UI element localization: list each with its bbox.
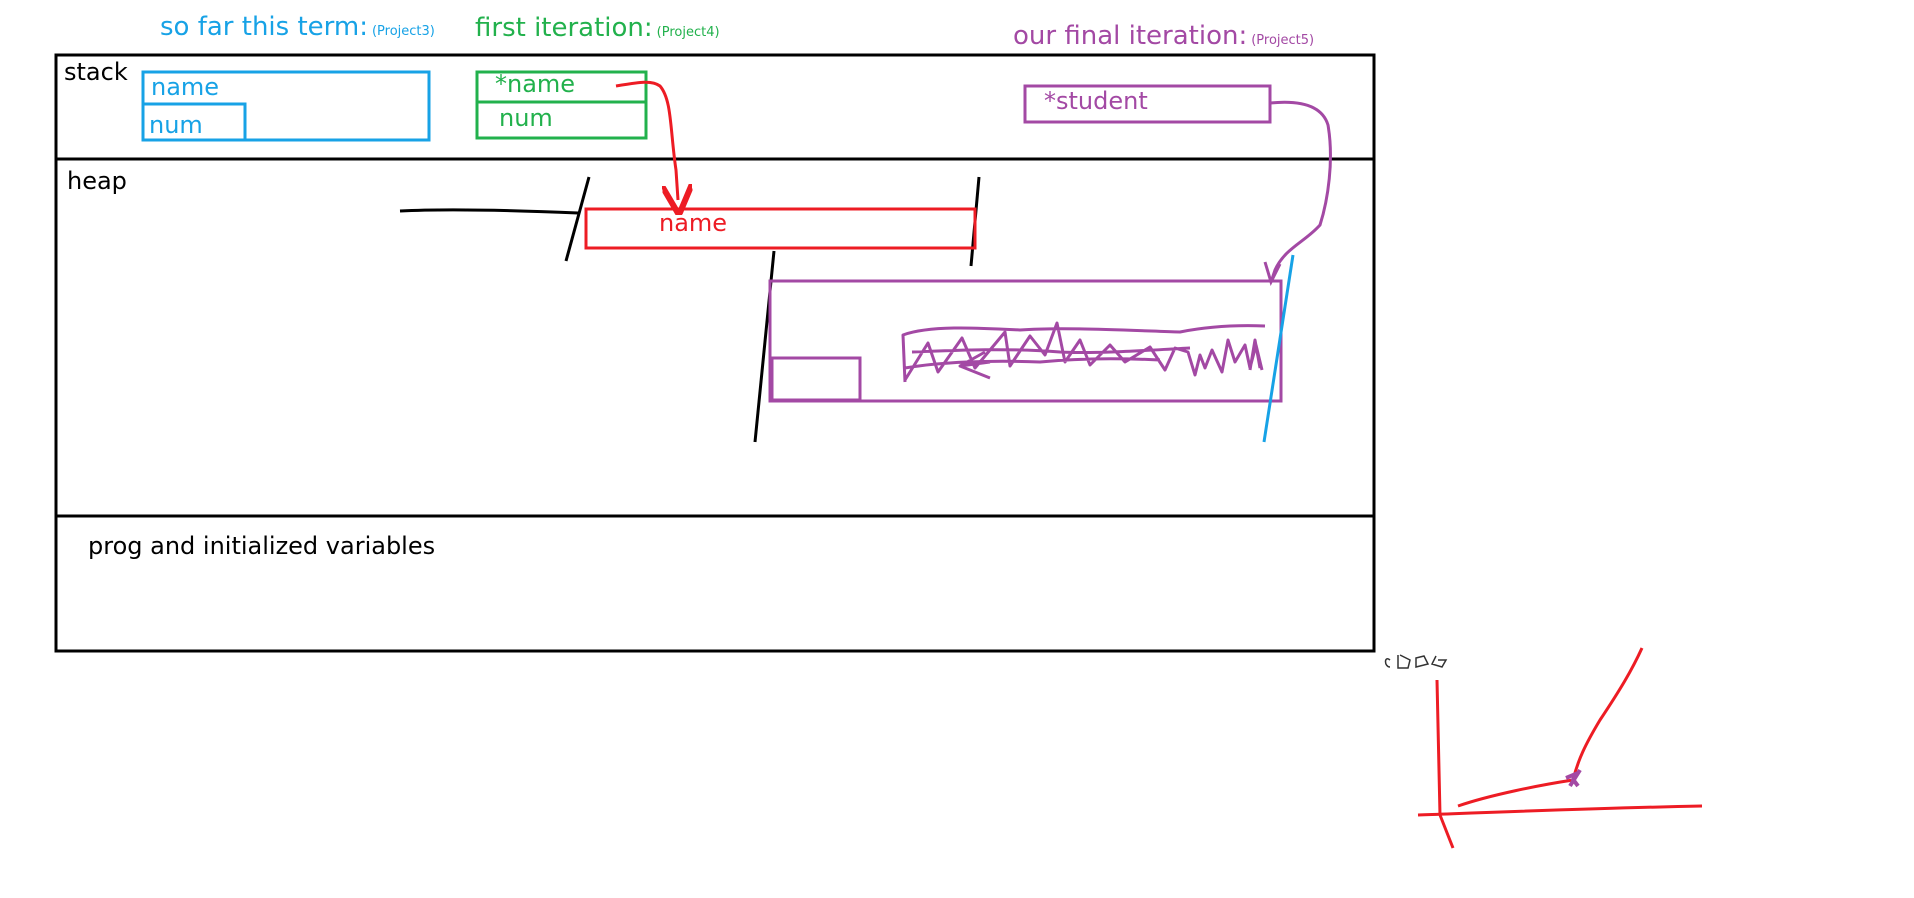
ptr-arrow-student (1263, 100, 1332, 287)
p5-student-ptr-box (1023, 84, 1272, 124)
header-project5-tag: (Project5) (1251, 33, 1315, 48)
section-label-heap: heap (67, 167, 127, 195)
section-label-stack: stack (64, 58, 128, 86)
header-project4-title: first iteration: (475, 13, 653, 43)
heap-scribble (901, 321, 1266, 383)
header-project3-title: so far this term: (160, 12, 368, 42)
sketch-y-axis (1435, 679, 1455, 849)
header-project5: our final iteration:(Project5) (1013, 23, 1314, 49)
ptr-arrow-name (615, 80, 678, 200)
p3-num-label: num (149, 111, 203, 139)
p3-num-box (141, 102, 247, 142)
p4-num-label: num (499, 104, 553, 132)
p4-num-box (475, 100, 648, 140)
section-label-prog: prog and initialized variables (88, 532, 436, 560)
heap-name-block (584, 207, 977, 250)
sketch-curve (1457, 647, 1644, 808)
sketch-scribble (1384, 654, 1448, 669)
p3-name-label: name (151, 73, 220, 101)
sketch-x-axis (1417, 804, 1703, 817)
heap-slash-1 (564, 176, 591, 262)
heap-blue-mark (1262, 254, 1295, 443)
header-project3: so far this term:(Project3) (160, 14, 435, 40)
heap-free-line (399, 208, 579, 215)
header-project4: first iteration:(Project4) (475, 15, 720, 41)
sketch-point (1565, 768, 1582, 788)
prog-region (54, 514, 1376, 653)
heap-student-field (770, 356, 862, 402)
header-project5-title: our final iteration: (1013, 21, 1248, 51)
header-project3-tag: (Project3) (371, 24, 435, 39)
p4-ptr-label: *name (495, 70, 576, 98)
heap-name-label: name (659, 209, 728, 237)
header-project4-tag: (Project4) (656, 25, 720, 40)
p5-student-label: *student (1044, 87, 1148, 115)
